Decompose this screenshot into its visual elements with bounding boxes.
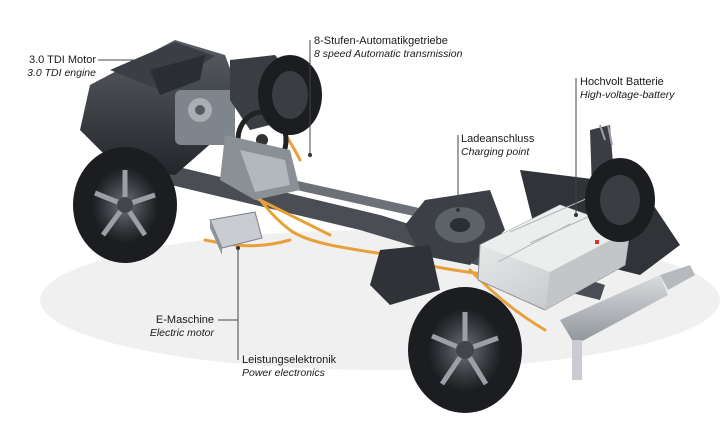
label-battery-de: Hochvolt Batterie [580,76,664,88]
label-power-en: Power electronics [242,367,325,379]
wheel-front-right [258,55,322,135]
label-engine: 3.0 TDI Motor 3.0 TDI engine [6,54,96,80]
wheel-front-left [73,147,177,263]
power-electronics-box [209,211,263,255]
leader-engine [98,59,153,71]
label-engine-de: 3.0 TDI Motor [28,54,96,66]
label-battery: Hochvolt Batterie High-voltage-battery [580,76,675,102]
label-charging: Ladeanschluss Charging point [461,133,534,159]
label-power: Leistungselektronik Power electronics [242,354,336,380]
rear-differential [370,190,505,305]
transmission-unit [220,135,300,200]
wheel-rear-right [585,158,655,242]
label-engine-en: 3.0 TDI engine [27,67,96,79]
leader-lines [98,40,577,360]
leader-dots [150,68,578,250]
label-power-de: Leistungselektronik [242,354,337,366]
exhaust-muffler [560,265,695,380]
label-transmission: 8-Stufen-Automatikgetriebe 8 speed Autom… [314,35,462,61]
label-charging-en: Charging point [461,146,530,158]
label-transmission-de: 8-Stufen-Automatikgetriebe [314,35,448,47]
label-motor-de: E-Maschine [155,314,214,326]
wheel-rear-left [408,287,522,413]
label-charging-de: Ladeanschluss [461,133,535,145]
label-motor: E-Maschine Electric motor [120,314,214,340]
label-transmission-en: 8 speed Automatic transmission [314,48,463,60]
label-motor-en: Electric motor [149,327,214,339]
label-battery-en: High-voltage-battery [580,89,675,101]
